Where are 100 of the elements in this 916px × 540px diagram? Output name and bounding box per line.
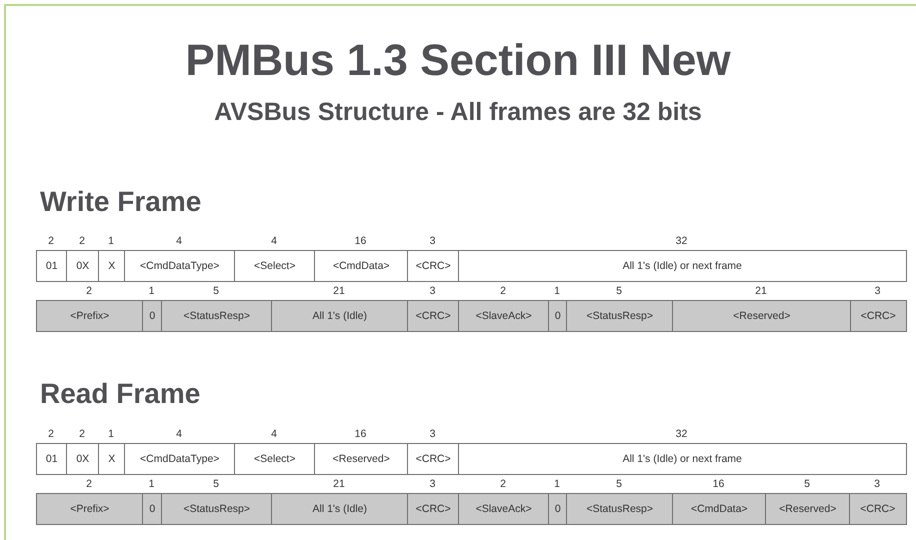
command-field-cell [66, 250, 100, 282]
response-field-cell [407, 493, 460, 525]
field-name: <StatusResp> [586, 310, 654, 322]
bit-count: 1 [107, 235, 115, 247]
bit-count: 3 [873, 478, 881, 490]
response-field-cell [458, 300, 550, 332]
bit-count: 21 [754, 285, 768, 297]
field-name: X [108, 260, 116, 272]
response-field-cell [566, 493, 674, 525]
command-field-cell [458, 250, 906, 282]
field-name: 0X [76, 453, 90, 465]
bit-count: 1 [553, 285, 561, 297]
response-field-cell [407, 300, 460, 332]
bit-count: 32 [674, 235, 688, 247]
bit-count: 2 [499, 478, 507, 490]
bit-count: 4 [175, 235, 183, 247]
command-field-cell [36, 443, 68, 475]
field-name: <StatusResp> [183, 503, 250, 515]
field-name: All 1's (Idle) or next frame [622, 260, 742, 272]
bit-count: 2 [499, 285, 507, 297]
bit-count: 2 [47, 235, 55, 247]
field-name: <Reserved> [779, 503, 836, 515]
section-heading: Read Frame [40, 378, 200, 410]
field-name: 0 [149, 310, 156, 322]
bit-count: 2 [78, 428, 86, 440]
field-name: <Select> [254, 260, 296, 272]
field-name: <Reserved> [733, 310, 790, 322]
field-name: <Reserved> [332, 453, 390, 465]
response-field-cell [36, 300, 144, 332]
command-field-cell [458, 443, 906, 475]
bit-count: 3 [428, 235, 436, 247]
command-field-cell [407, 443, 460, 475]
response-field-cell [142, 493, 162, 525]
field-name: All 1's (Idle) [312, 310, 368, 322]
bit-count: 5 [212, 478, 220, 490]
command-field-cell [98, 443, 126, 475]
response-field-cell [271, 300, 408, 332]
field-name: All 1's (Idle) [312, 503, 368, 515]
bit-count: 5 [803, 478, 811, 490]
field-name: <Select> [254, 453, 296, 465]
field-name: 0 [554, 503, 561, 515]
bit-count: 1 [148, 285, 156, 297]
field-name: <StatusResp> [183, 310, 250, 322]
bit-count: 3 [874, 285, 882, 297]
bit-count: 1 [148, 478, 156, 490]
field-name: <CRC> [416, 453, 451, 465]
bit-count: 5 [212, 285, 220, 297]
command-field-cell [124, 443, 236, 475]
bit-count: 1 [107, 428, 115, 440]
field-name: <SlaveAck> [476, 503, 532, 515]
response-field-cell [765, 493, 850, 525]
field-name: 0 [149, 503, 156, 515]
bit-count: 2 [85, 478, 93, 490]
bit-count: 4 [175, 428, 183, 440]
command-field-cell [314, 443, 408, 475]
response-field-cell [548, 300, 568, 332]
bit-count: 3 [428, 478, 436, 490]
response-field-cell [161, 493, 272, 525]
section-heading: Write Frame [40, 186, 202, 218]
bit-count: 5 [615, 285, 623, 297]
response-field-cell [36, 493, 144, 525]
bit-count: 4 [270, 428, 278, 440]
bit-count: 16 [354, 235, 368, 247]
bit-count: 2 [78, 235, 86, 247]
bit-count: 2 [47, 428, 55, 440]
field-name: 01 [46, 453, 58, 465]
field-name: <CmdData> [690, 503, 748, 515]
command-field-cell [234, 443, 316, 475]
response-field-cell [566, 300, 674, 332]
field-name: <CRC> [860, 503, 896, 515]
bit-count: 3 [428, 285, 436, 297]
response-field-cell [161, 300, 272, 332]
command-field-cell [124, 250, 236, 282]
response-field-cell [672, 493, 766, 525]
title: PMBus 1.3 Section III New [184, 36, 732, 86]
bit-count: 32 [674, 428, 688, 440]
response-field-cell [849, 493, 906, 525]
bit-count: 4 [270, 235, 278, 247]
command-field-cell [66, 443, 100, 475]
field-name: 0X [76, 260, 90, 272]
bit-count: 3 [428, 428, 436, 440]
bit-count: 16 [354, 428, 368, 440]
field-name: 01 [46, 260, 58, 272]
field-name: All 1's (Idle) or next frame [622, 453, 742, 465]
command-field-cell [314, 250, 408, 282]
command-field-cell [98, 250, 126, 282]
field-name: <Prefix> [70, 503, 110, 515]
subtitle: AVSBus Structure - All frames are 32 bits [213, 98, 703, 127]
field-name: <SlaveAck> [476, 310, 532, 322]
command-field-cell [234, 250, 316, 282]
field-name: <CRC> [860, 310, 896, 322]
response-field-cell [548, 493, 568, 525]
bit-count: 2 [85, 285, 93, 297]
field-name: 0 [554, 310, 561, 322]
field-name: <CmdData> [332, 260, 390, 272]
field-name: <CmdDataType> [140, 453, 220, 465]
bit-count: 1 [553, 478, 561, 490]
field-name: <Prefix> [70, 310, 110, 322]
command-field-cell [36, 250, 68, 282]
bit-count: 21 [332, 478, 346, 490]
